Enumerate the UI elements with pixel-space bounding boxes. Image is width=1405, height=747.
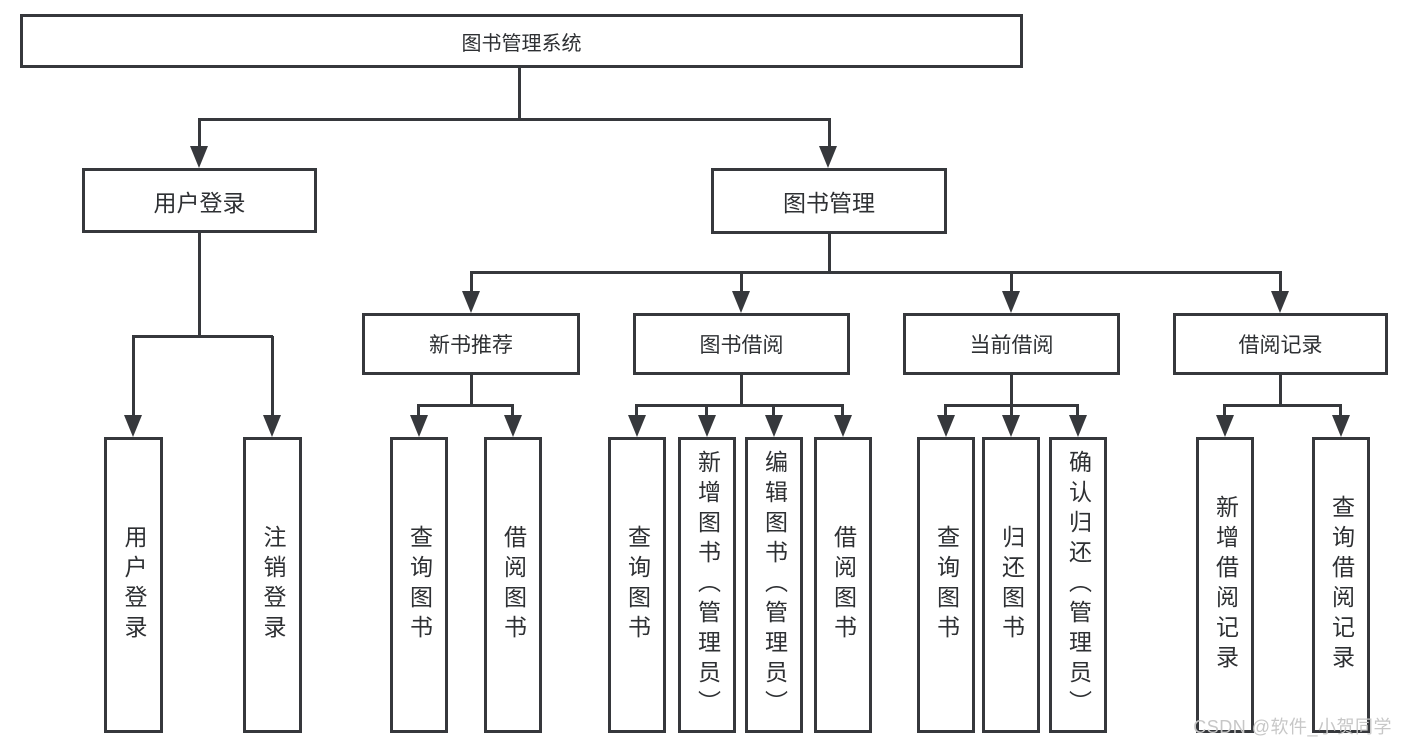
node-user-login: 用户登录 [82, 168, 317, 233]
leaf-cb-confirm-return-admin: 确认归还（管理员） [1049, 437, 1107, 733]
leaf-nbr-borrow-books: 借阅图书 [484, 437, 542, 733]
arrow-bb-leaf-1 [628, 415, 646, 437]
leaf-cb-query-books: 查询图书 [917, 437, 975, 733]
node-new-book-recommend: 新书推荐 [362, 313, 580, 375]
node-borrowing-records: 借阅记录 [1173, 313, 1388, 375]
connector-borrowing-records-bar [1223, 404, 1342, 407]
arrow-to-borrowing-records [1271, 291, 1289, 313]
connector-bb-drop-2 [705, 405, 708, 416]
connector-user-login-stem [198, 233, 201, 336]
arrow-nbr-leaf-2 [504, 415, 522, 437]
connector-book-borrowing-stem [740, 375, 743, 406]
connector-nbr-drop-2 [511, 405, 514, 416]
leaf-br-add-record: 新增借阅记录 [1196, 437, 1254, 733]
connector-cb-drop-1 [944, 405, 947, 416]
leaf-cb-return-books: 归还图书 [982, 437, 1040, 733]
connector-cb-drop-3 [1076, 405, 1079, 416]
node-book-borrowing: 图书借阅 [633, 313, 850, 375]
leaf-user-login: 用户登录 [104, 437, 163, 733]
arrow-to-current-borrowing [1002, 291, 1020, 313]
leaf-nbr-query-books: 查询图书 [390, 437, 448, 733]
arrow-cb-leaf-3 [1069, 415, 1087, 437]
connector-user-login-drop-1 [132, 336, 135, 417]
connector-new-book-recommend-stem [470, 375, 473, 406]
arrow-to-user-login [190, 146, 208, 168]
connector-drop-current-borrowing [1010, 272, 1013, 294]
connector-user-login-bar [132, 335, 273, 338]
connector-root-stem [518, 68, 521, 118]
arrow-to-book-management [819, 146, 837, 168]
leaf-bb-add-books-admin: 新增图书（管理员） [678, 437, 736, 733]
leaf-logout: 注销登录 [243, 437, 302, 733]
arrow-bb-leaf-4 [834, 415, 852, 437]
connector-root-drop-book-management [828, 120, 831, 148]
connector-br-drop-1 [1223, 405, 1226, 416]
connector-drop-borrowing-records [1279, 272, 1282, 294]
arrow-cb-leaf-2 [1002, 415, 1020, 437]
connector-root-bar [198, 118, 831, 121]
arrow-bb-leaf-2 [698, 415, 716, 437]
connector-bb-drop-3 [772, 405, 775, 416]
node-library-system: 图书管理系统 [20, 14, 1023, 68]
node-current-borrowing: 当前借阅 [903, 313, 1120, 375]
arrow-to-new-book-recommend [462, 291, 480, 313]
connector-cb-drop-2 [1010, 405, 1013, 416]
arrow-to-logout-leaf [263, 415, 281, 437]
connector-borrowing-records-stem [1279, 375, 1282, 406]
csdn-watermark: CSDN @软件_小贺同学 [1193, 717, 1392, 737]
connector-book-management-bar [470, 271, 1282, 274]
arrow-bb-leaf-3 [765, 415, 783, 437]
leaf-br-query-record: 查询借阅记录 [1312, 437, 1370, 733]
arrow-br-leaf-2 [1332, 415, 1350, 437]
connector-bb-drop-1 [635, 405, 638, 416]
connector-drop-book-borrowing [740, 272, 743, 294]
connector-root-drop-user-login [198, 120, 201, 148]
connector-user-login-drop-2 [271, 336, 274, 417]
node-book-management: 图书管理 [711, 168, 947, 234]
connector-drop-new-book-recommend [470, 272, 473, 294]
connector-current-borrowing-stem [1010, 375, 1013, 406]
arrow-nbr-leaf-1 [410, 415, 428, 437]
connector-nbr-drop-1 [417, 405, 420, 416]
arrow-to-book-borrowing [732, 291, 750, 313]
connector-bb-drop-4 [841, 405, 844, 416]
connector-new-book-recommend-bar [417, 404, 514, 407]
connector-book-management-stem [828, 234, 831, 273]
leaf-bb-edit-books-admin: 编辑图书（管理员） [745, 437, 803, 733]
leaf-bb-query-books: 查询图书 [608, 437, 666, 733]
connector-book-borrowing-bar [635, 404, 844, 407]
arrow-cb-leaf-1 [937, 415, 955, 437]
arrow-br-leaf-1 [1216, 415, 1234, 437]
arrow-to-login-leaf [124, 415, 142, 437]
connector-br-drop-2 [1339, 405, 1342, 416]
leaf-bb-borrow-books: 借阅图书 [814, 437, 872, 733]
